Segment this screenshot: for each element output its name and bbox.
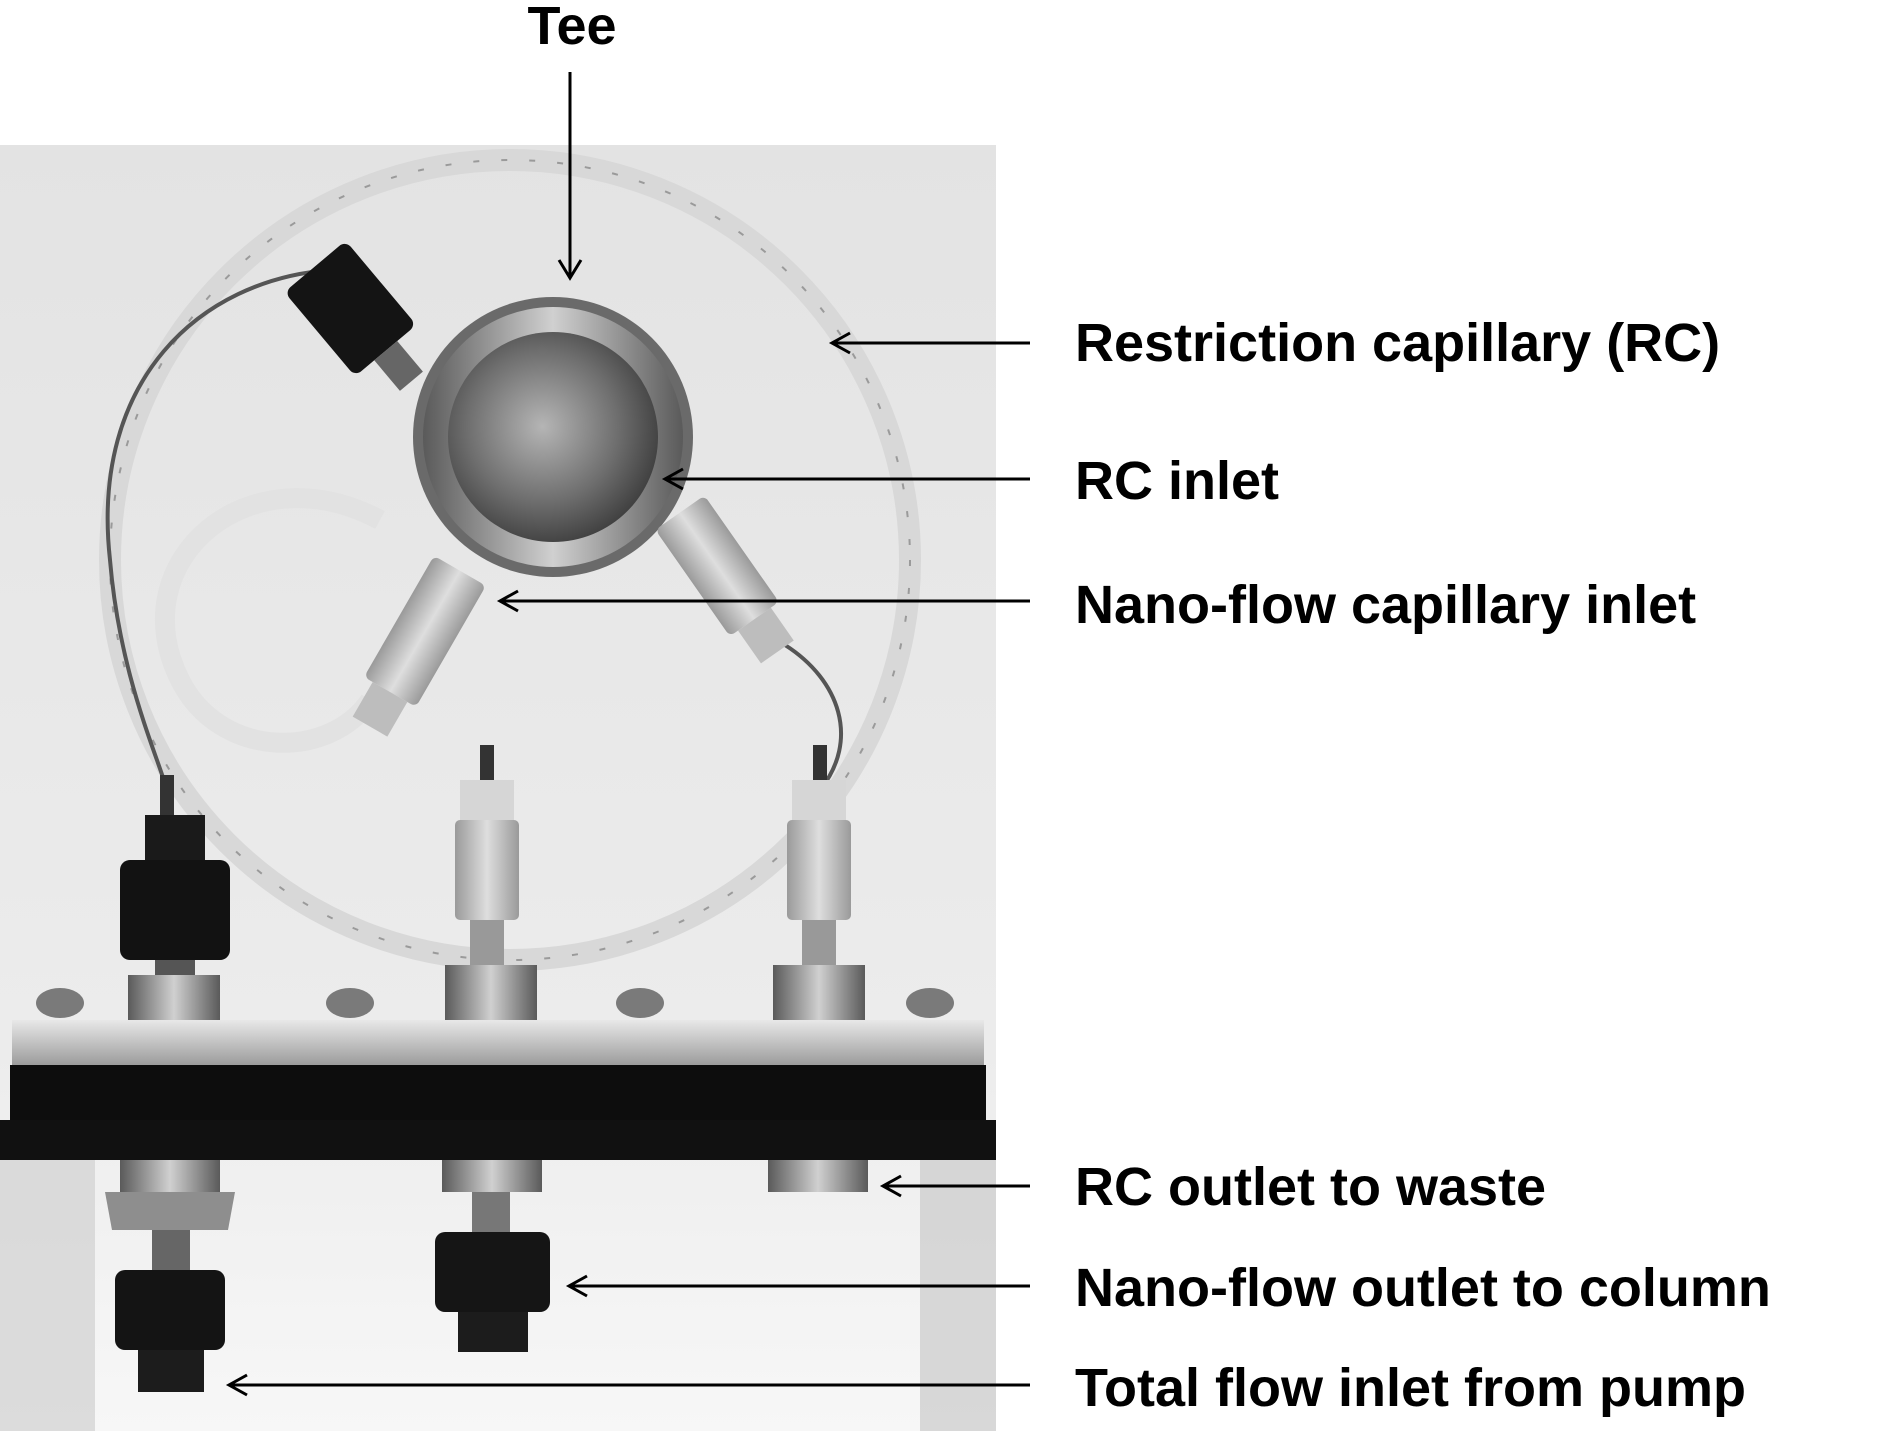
- restriction-capillary-arrow: [828, 331, 1030, 355]
- right-support-block: [920, 1160, 996, 1431]
- tee-arrow: [557, 72, 583, 281]
- photo: [0, 145, 996, 1431]
- label-tee: Tee: [527, 0, 616, 56]
- restriction-capillary-loop-edge: [109, 159, 911, 961]
- thin-capillary-right: [783, 643, 844, 792]
- label-nanoflow-outlet: Nano-flow outlet to column: [1075, 1258, 1771, 1318]
- nanoflow-inlet-fitting: [352, 557, 484, 737]
- label-total-flow-inlet: Total flow inlet from pump: [1075, 1358, 1746, 1418]
- standoff-2: [445, 965, 537, 1020]
- total-flow-inlet-fitting: [105, 1160, 235, 1392]
- top-left-black-fitting: [287, 243, 423, 391]
- screw-2: [326, 988, 374, 1018]
- callout-arrows: [225, 72, 1030, 1397]
- label-restriction-capillary: Restriction capillary (RC): [1075, 313, 1720, 373]
- callout-labels: Tee Restriction capillary (RC) RC inlet …: [527, 0, 1770, 1418]
- center-lower-fitting: [435, 1160, 550, 1352]
- inner-capillary-curl: [154, 488, 385, 753]
- rc-inlet-arrow: [661, 467, 1030, 491]
- left-support-block: [0, 1160, 95, 1431]
- center-vertical-fitting: [455, 745, 519, 965]
- standoff-3: [773, 965, 865, 1020]
- rc-outlet-fitting: [768, 1160, 868, 1192]
- standoff-1: [128, 975, 220, 1020]
- nanoflow-capillary-inlet-arrow: [496, 589, 1030, 613]
- label-rc-outlet: RC outlet to waste: [1075, 1157, 1546, 1217]
- tee-body: [413, 297, 693, 577]
- tee-cap: [448, 332, 658, 542]
- label-nanoflow-capillary-inlet: Nano-flow capillary inlet: [1075, 575, 1696, 635]
- nanoflow-outlet-arrow: [565, 1274, 1030, 1298]
- right-vertical-fitting: [787, 745, 851, 965]
- black-base-lip: [0, 1120, 996, 1160]
- screw-3: [616, 988, 664, 1018]
- total-flow-inlet-arrow: [225, 1373, 1030, 1397]
- screw-1: [36, 988, 84, 1018]
- label-rc-inlet: RC inlet: [1075, 451, 1279, 511]
- rc-outlet-arrow: [879, 1174, 1030, 1198]
- thin-capillary-left: [105, 268, 331, 801]
- aluminum-plate: [12, 1020, 984, 1065]
- screw-4: [906, 988, 954, 1018]
